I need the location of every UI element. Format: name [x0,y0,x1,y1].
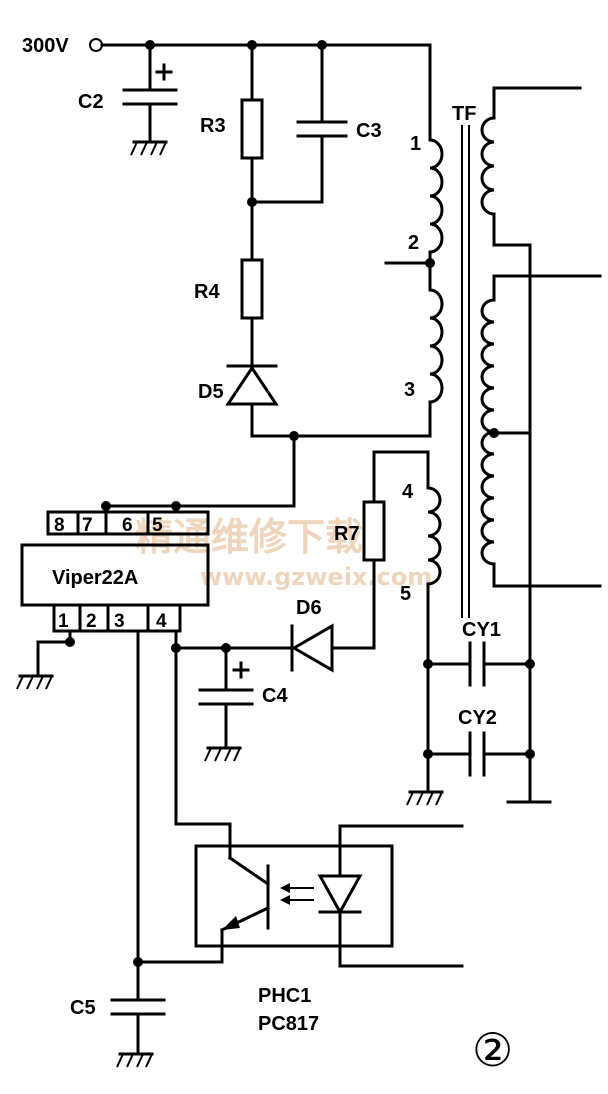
label-ic-name: Viper22A [52,567,138,589]
label-ic-pin8: 8 [54,515,65,536]
label-cy1: CY1 [462,619,501,641]
label-ic-pin2: 2 [86,611,97,632]
secondary-ground-bus [506,243,552,804]
aux-winding [372,450,442,760]
rail-300v [89,38,432,142]
label-figure: ② [472,1023,513,1077]
label-ic-pin1: 1 [58,611,69,632]
label-pin5: 5 [400,583,411,605]
transformer-core [461,125,470,618]
label-c3: C3 [356,120,382,142]
label-ic-pin6: 6 [122,515,133,536]
label-phc1: PHC1 [258,985,311,1007]
resistor-r7 [362,450,386,562]
label-pin2: 2 [408,232,419,254]
pin3-net [136,629,224,1002]
ground-ic [16,629,72,690]
drain-net [104,434,296,508]
capacitor-c2 [122,43,178,142]
label-ic-pin4: 4 [156,611,167,632]
label-d5: D5 [198,381,224,403]
label-ic-pin7: 7 [82,515,93,536]
label-c5: C5 [70,997,96,1019]
label-ic-pin5: 5 [152,515,163,536]
label-c2: C2 [78,91,104,113]
input-terminal [89,38,103,52]
ground-c2 [130,140,168,156]
label-tf: TF [452,103,476,125]
label-pin4: 4 [402,481,414,503]
ground-aux [406,752,444,806]
label-pc817: PC817 [258,1013,319,1035]
resistor-r3 [240,43,264,262]
optocoupler-phc1 [194,824,464,968]
capacitor-c5 [110,998,166,1068]
label-cy2: CY2 [458,707,497,729]
diode-d5 [225,364,432,438]
capacitor-cy1 [426,641,532,687]
label-r7: R7 [334,523,360,545]
pin4-net [174,629,294,860]
junction-dots [65,40,535,967]
watermark-cn: 精通维修下载 [135,514,363,559]
resistor-r4 [240,258,264,368]
label-300v: 300V [22,35,69,57]
watermark-url: www.gzweix.com [200,563,432,591]
label-pin3: 3 [404,379,415,401]
label-r4: R4 [194,281,220,303]
capacitor-c4 [198,646,254,762]
primary-winding [384,138,444,438]
label-r3: R3 [200,115,226,137]
diode-d6 [290,558,376,673]
capacitor-c3 [250,43,348,204]
label-pin1: 1 [410,133,421,155]
label-ic-pin3: 3 [114,611,125,632]
secondary-winding-top [480,86,582,247]
label-c4: C4 [262,685,288,707]
figure-number: ② [472,1023,513,1077]
label-d6: D6 [296,597,322,619]
secondary-winding-main [480,274,602,588]
capacitor-cy2 [426,731,532,777]
